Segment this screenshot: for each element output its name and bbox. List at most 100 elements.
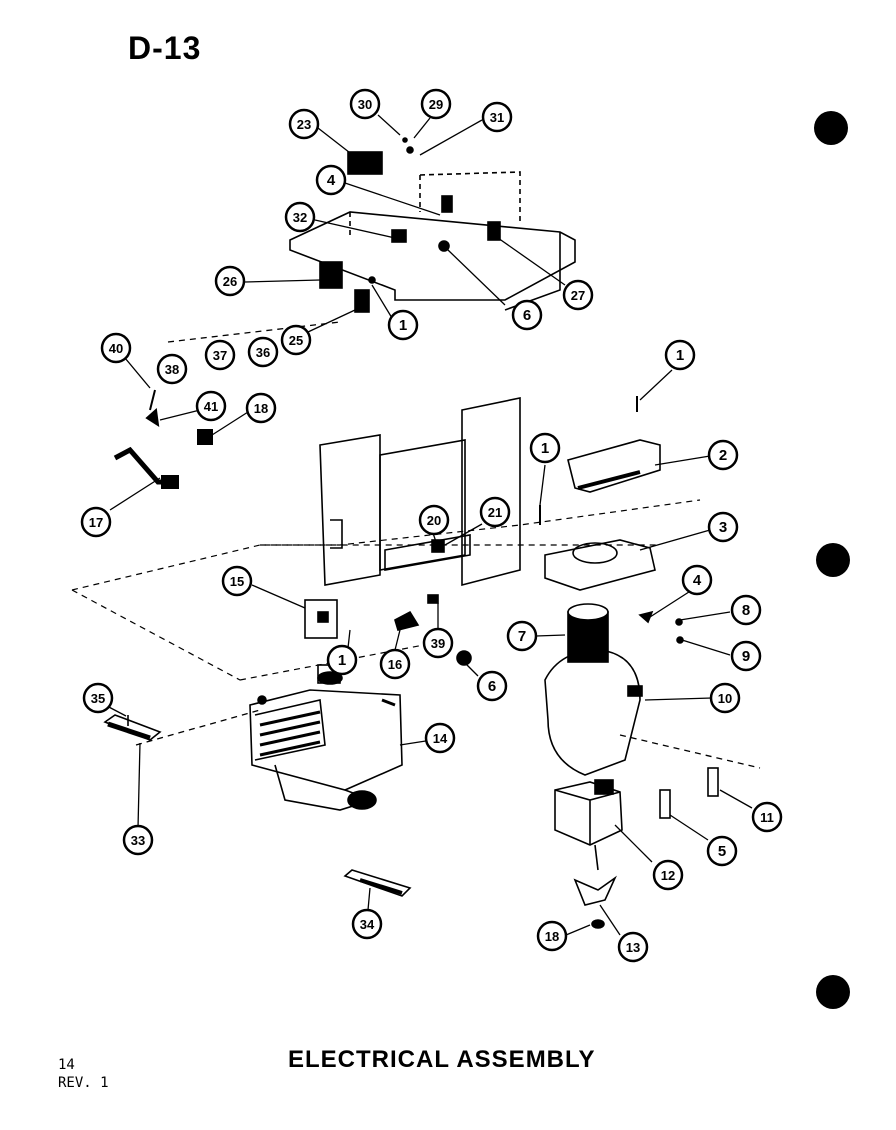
- callout-c26: 26: [214, 265, 246, 297]
- callout-circle: [617, 931, 649, 963]
- callout-label: 30: [358, 97, 372, 112]
- callout-label: 14: [433, 731, 448, 746]
- callout-circle: [315, 164, 347, 196]
- blower-housing: [544, 649, 643, 776]
- callout-label: 6: [488, 678, 496, 695]
- callout-label: 6: [523, 307, 531, 324]
- callout-circle: [122, 824, 154, 856]
- callout-c37: 37: [204, 339, 236, 371]
- callout-circle: [481, 101, 513, 133]
- callout-label: 21: [488, 505, 502, 520]
- callout-c14: 14: [424, 722, 456, 754]
- callout-c18b: 18: [536, 920, 568, 952]
- callout-label: 11: [760, 810, 774, 825]
- callout-c4b: 4: [681, 564, 713, 596]
- leader-lines-top: [167, 114, 566, 343]
- callout-c5: 5: [706, 835, 738, 867]
- callout-circle: [652, 859, 684, 891]
- callout-label: 8: [742, 602, 750, 619]
- callout-c1d: 1: [326, 644, 358, 676]
- callout-circle: [82, 682, 114, 714]
- callout-circle: [476, 670, 508, 702]
- callout-label: 13: [626, 940, 640, 955]
- callout-c25: 25: [280, 324, 312, 356]
- control-bracket-assembly: [289, 137, 576, 313]
- chassis-panels: [319, 397, 521, 587]
- callout-label: 3: [719, 519, 727, 536]
- callout-circle: [511, 299, 543, 331]
- callout-circle: [247, 336, 279, 368]
- callout-c3: 3: [707, 511, 739, 543]
- callout-label: 38: [165, 362, 179, 377]
- callout-label: 18: [545, 929, 559, 944]
- callout-label: 20: [427, 513, 441, 528]
- callout-label: 12: [661, 868, 675, 883]
- callout-label: 15: [230, 574, 244, 589]
- callout-circle: [709, 682, 741, 714]
- callout-c34: 34: [351, 908, 383, 940]
- callout-c10: 10: [709, 682, 741, 714]
- callout-c30a: 30: [349, 88, 381, 120]
- callout-label: 36: [256, 345, 270, 360]
- callout-circle: [536, 920, 568, 952]
- callout-c41: 41: [195, 390, 227, 422]
- callout-label: 1: [541, 440, 549, 457]
- callout-c39: 39: [422, 627, 454, 659]
- callout-label: 4: [327, 172, 336, 189]
- callout-label: 39: [431, 636, 445, 651]
- callout-c31: 31: [481, 101, 513, 133]
- small-parts: [304, 594, 719, 819]
- callout-label: 18: [254, 401, 268, 416]
- callout-circle: [562, 279, 594, 311]
- callout-c32: 32: [284, 201, 316, 233]
- callout-c35: 35: [82, 682, 114, 714]
- callout-c2: 2: [707, 439, 739, 471]
- leader-lines-left: [109, 357, 249, 511]
- callout-c16: 16: [379, 648, 411, 680]
- callout-label: 5: [718, 843, 726, 860]
- callout-c36: 36: [247, 336, 279, 368]
- callout-label: 31: [490, 110, 504, 125]
- callout-circle: [280, 324, 312, 356]
- callout-label: 10: [718, 691, 732, 706]
- callout-label: 41: [204, 399, 218, 414]
- callout-label: 16: [388, 657, 402, 672]
- guide-line-chassis: [71, 544, 660, 591]
- callout-label: 2: [719, 447, 727, 464]
- callout-label: 37: [213, 348, 227, 363]
- callout-c23: 23: [288, 108, 320, 140]
- fan-motor-assembly: [554, 779, 623, 929]
- callout-label: 1: [338, 652, 346, 669]
- callout-circle: [706, 835, 738, 867]
- callout-circle: [349, 88, 381, 120]
- callout-circle: [204, 339, 236, 371]
- leader-lines-right: [431, 369, 731, 701]
- callout-label: 29: [429, 97, 443, 112]
- callout-circle: [420, 88, 452, 120]
- callout-circle: [707, 439, 739, 471]
- callout-circle: [284, 201, 316, 233]
- diagram-title: ELECTRICAL ASSEMBLY: [288, 1046, 596, 1073]
- callout-c11: 11: [751, 801, 783, 833]
- callout-circle: [100, 332, 132, 364]
- callout-circle: [424, 722, 456, 754]
- callout-circle: [379, 648, 411, 680]
- callout-label: 25: [289, 333, 303, 348]
- callout-c21: 21: [479, 496, 511, 528]
- magnetron: [249, 664, 403, 811]
- callout-c1a: 1: [387, 309, 419, 341]
- callout-c20: 20: [418, 504, 450, 536]
- callout-label: 1: [399, 317, 407, 334]
- callout-label: 7: [518, 628, 526, 645]
- page-number: 14: [58, 1057, 75, 1073]
- callout-circle: [664, 339, 696, 371]
- lead-rod-assembly: [113, 389, 213, 489]
- callout-c38: 38: [156, 353, 188, 385]
- callout-label: 27: [571, 288, 585, 303]
- callout-c27: 27: [562, 279, 594, 311]
- callout-circle: [506, 620, 538, 652]
- callout-label: 17: [89, 515, 103, 530]
- callout-c18a: 18: [245, 392, 277, 424]
- page-code: D-13: [128, 30, 202, 66]
